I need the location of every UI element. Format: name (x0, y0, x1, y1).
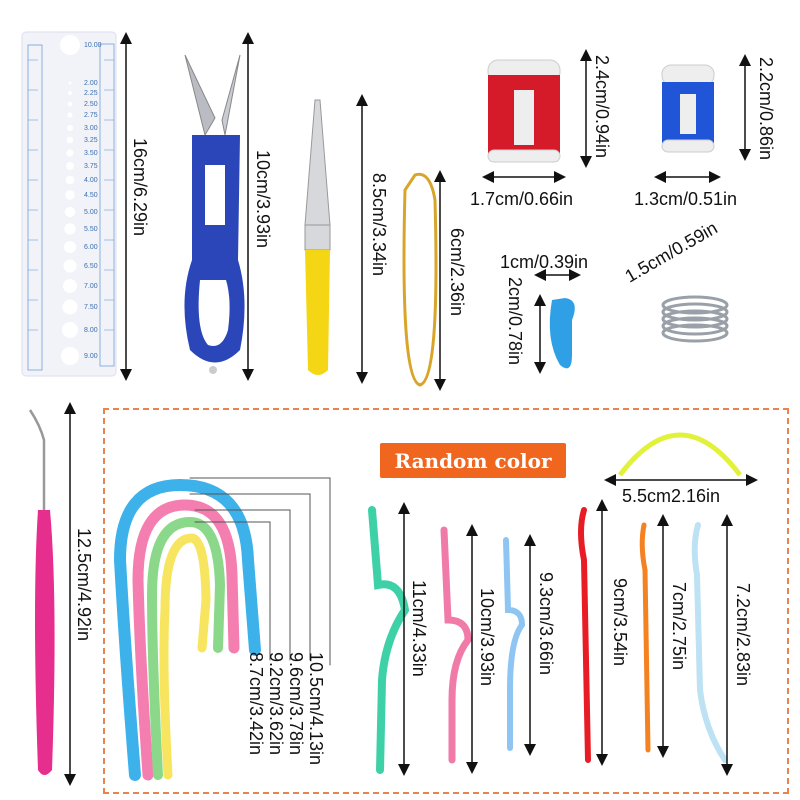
u-needle-label-2: 9.6cm/3.78in (286, 652, 306, 756)
row-counter-small (654, 54, 751, 183)
plastic-yarn-needles (578, 499, 733, 776)
w-needle-label-3: 9.3cm/3.66in (536, 572, 556, 676)
ruler-gauge-label: 7.00 (84, 283, 98, 290)
ruler-gauge-label: 3.50 (84, 150, 98, 157)
arc-needle-size-label: 5.5cm2.16in (622, 486, 721, 506)
random-color-section-border (103, 408, 789, 794)
w-needle-label-2: 10cm/3.93in (477, 588, 497, 687)
needle-gauge-ruler (21, 31, 132, 381)
ruler-gauge-label: 10.00 (84, 42, 102, 49)
yarn-needle-label-3: 7.2cm/2.83in (733, 583, 753, 687)
ruler-gauge-label: 9.00 (84, 353, 98, 360)
locking-stitch-marker (534, 269, 581, 374)
ruler-gauge-label: 5.00 (84, 209, 98, 216)
row-counter-large-width-label: 1.7cm/0.66in (470, 189, 574, 209)
row-counter-large (482, 49, 592, 183)
knitting-thimble (661, 295, 729, 343)
ruler-gauge-label: 2.50 (84, 101, 98, 108)
stitch-marker-width-label: 1cm/0.39in (500, 252, 589, 272)
stitch-holder (402, 170, 446, 391)
stitch-marker-height-label: 2cm/0.78in (505, 277, 525, 366)
ruler-gauge-label: 4.50 (84, 192, 98, 199)
ruler-gauge-label: 2.25 (84, 90, 98, 97)
yarn-needle-label-2: 7cm/2.75in (669, 582, 689, 671)
row-counter-small-width-label: 1.3cm/0.51in (634, 189, 738, 209)
ruler-gauge-label: 3.00 (84, 125, 98, 132)
ruler-gauge-label: 2.75 (84, 112, 98, 119)
ruler-gauge-label: 8.00 (84, 327, 98, 334)
ruler-gauge-label: 6.50 (84, 263, 98, 270)
row-counter-large-height-label: 2.4cm/0.94in (592, 55, 612, 159)
seam-ripper (304, 94, 368, 384)
seam-ripper-size-label: 8.5cm/3.34in (369, 173, 389, 277)
w-cable-needles (368, 502, 536, 776)
ruler-gauge-label: 4.00 (84, 177, 98, 184)
ruler-size-label: 16cm/6.29in (130, 138, 150, 237)
random-color-badge: Random color (380, 443, 566, 478)
ruler-gauge-label: 5.50 (84, 226, 98, 233)
crochet-hook (28, 402, 76, 786)
u-needle-label-4: 8.7cm/3.42in (246, 652, 266, 756)
u-needle-label-3: 9.2cm/3.62in (266, 652, 286, 756)
u-needle-label-1: 10.5cm/4.13in (306, 652, 326, 766)
w-needle-label-1: 11cm/4.33in (409, 580, 429, 677)
stitch-holder-size-label: 6cm/2.36in (447, 228, 467, 317)
arc-cable-needle (604, 432, 758, 486)
ruler-gauge-label: 6.00 (84, 244, 98, 251)
ruler-gauge-label: 7.50 (84, 304, 98, 311)
crochet-hook-size-label: 12.5cm/4.92in (74, 528, 94, 642)
ruler-gauge-label: 2.00 (84, 80, 98, 87)
u-cable-needles (113, 477, 331, 781)
scissors-size-label: 10cm/3.93in (253, 150, 273, 249)
thread-snips (184, 32, 254, 381)
ruler-gauge-label: 3.25 (84, 137, 98, 144)
yarn-needle-label-1: 9cm/3.54in (610, 578, 630, 667)
row-counter-small-height-label: 2.2cm/0.86in (756, 57, 776, 161)
ruler-gauge-label: 3.75 (84, 163, 98, 170)
